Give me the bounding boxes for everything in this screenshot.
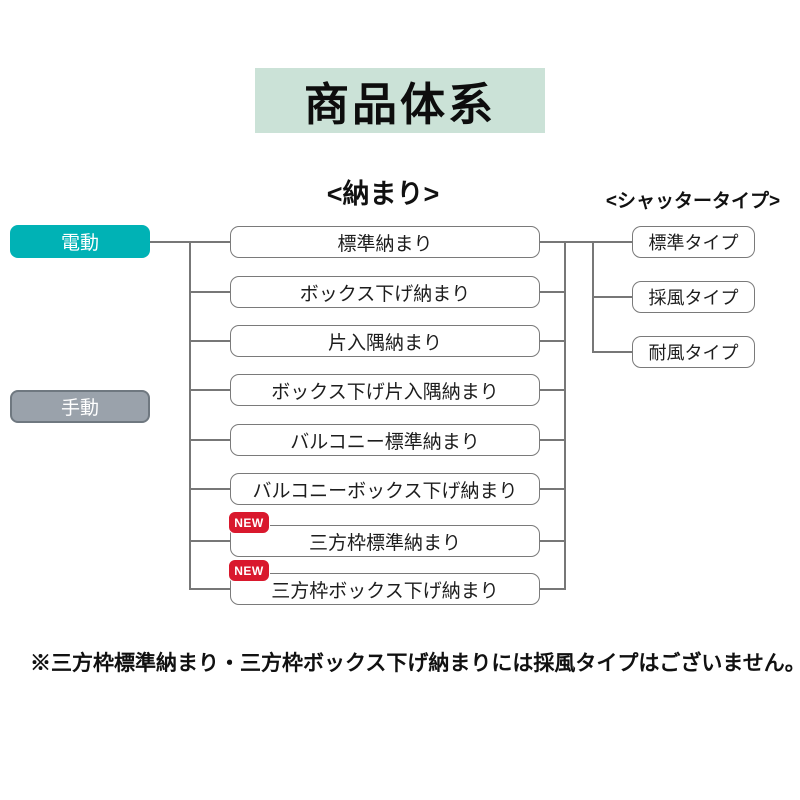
connector-line xyxy=(189,340,230,342)
connector-line xyxy=(592,296,632,298)
connector-line xyxy=(540,540,565,542)
connector-line xyxy=(189,389,230,391)
connector-line xyxy=(540,291,565,293)
connector-line xyxy=(189,488,230,490)
fitting-box: 片入隅納まり xyxy=(230,325,540,357)
fitting-box: ボックス下げ納まり xyxy=(230,276,540,308)
connector-line xyxy=(564,241,566,590)
new-badge: NEW xyxy=(228,559,270,582)
page-title: 商品体系 xyxy=(255,68,545,133)
connector-line xyxy=(189,241,191,590)
footnote: ※三方枠標準納まり・三方枠ボックス下げ納まりには採風タイプはございません。 xyxy=(30,652,800,675)
connector-line xyxy=(189,291,230,293)
new-badge: NEW xyxy=(228,511,270,534)
connector-line xyxy=(150,241,190,243)
connector-line xyxy=(540,439,565,441)
drive-mode-electric: 電動 xyxy=(10,225,150,258)
connector-line xyxy=(189,439,230,441)
connector-line xyxy=(540,241,632,243)
shutter-type-box: 採風タイプ xyxy=(632,281,755,313)
shutter-type-column-header: <シャッタータイプ> xyxy=(605,191,781,212)
connector-line xyxy=(189,241,230,243)
connector-line xyxy=(189,540,230,542)
connector-line xyxy=(540,340,565,342)
fitting-box: 三方枠ボックス下げ納まり xyxy=(230,573,540,605)
fitting-box: ボックス下げ片入隅納まり xyxy=(230,374,540,406)
connector-line xyxy=(540,389,565,391)
shutter-type-box: 耐風タイプ xyxy=(632,336,755,368)
connector-line xyxy=(592,351,632,353)
connector-line xyxy=(540,588,565,590)
fitting-column-header: <納まり> xyxy=(326,179,440,209)
fitting-box: 三方枠標準納まり xyxy=(230,525,540,557)
drive-mode-manual: 手動 xyxy=(10,390,150,423)
shutter-type-box: 標準タイプ xyxy=(632,226,755,258)
fitting-box: バルコニーボックス下げ納まり xyxy=(230,473,540,505)
fitting-box: 標準納まり xyxy=(230,226,540,258)
connector-line xyxy=(540,488,565,490)
connector-line xyxy=(189,588,230,590)
fitting-box: バルコニー標準納まり xyxy=(230,424,540,456)
